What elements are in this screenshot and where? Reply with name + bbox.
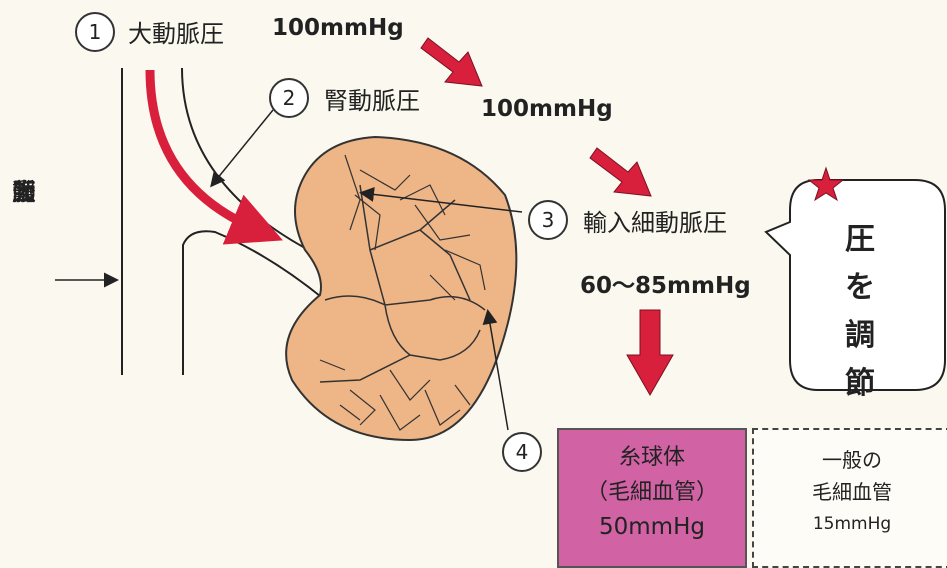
step-4-number: 4 <box>515 440 529 464</box>
renal-pressure-label: 腎動脈圧 <box>324 87 420 115</box>
step-1-number: 1 <box>88 20 102 44</box>
capillary-title: 一般の <box>822 448 882 472</box>
aorta-pressure-value: 100mmHg <box>272 15 404 41</box>
blood-flow-red-arrow <box>145 69 283 245</box>
afferent-pressure-label: 輸入細動脈圧 <box>583 209 727 237</box>
pointer-3-to-afferent <box>359 186 523 213</box>
regulate-pressure-text: 圧 を 調 節 <box>842 216 878 408</box>
abdominal-aorta-char: 動 <box>12 178 36 206</box>
red-arrow-2 <box>589 147 652 197</box>
star-icon <box>807 166 845 202</box>
kidney-inner-branches <box>319 184 486 383</box>
glomerulus-subtitle: （毛細血管） <box>585 480 718 505</box>
pointer-4-to-glomerulus <box>482 309 509 431</box>
glomerulus-title: 糸球体 <box>618 445 685 470</box>
aorta-pressure-label: 大動脈圧 <box>128 20 224 48</box>
capillary-pressure: 15mmHg <box>812 514 892 534</box>
glomerulus-box: 糸球体 （毛細血管） 50mmHg <box>557 428 747 568</box>
afferent-pressure-value: 60〜85mmHg <box>580 273 751 299</box>
step-2-marker: 2 <box>269 78 309 118</box>
abdominal-aorta-char: 部 <box>12 178 36 206</box>
regulate-char: 節 <box>845 366 875 401</box>
renal-artery-lower <box>182 230 326 375</box>
pointer-2-to-renal-artery <box>210 109 274 188</box>
general-capillary-box: 一般の 毛細血管 15mmHg <box>752 428 947 568</box>
regulate-char: 調 <box>845 318 875 353</box>
regulate-char: を <box>845 270 875 305</box>
step-2-number: 2 <box>282 86 296 110</box>
red-arrow-1 <box>420 37 483 87</box>
red-arrow-down <box>626 309 674 397</box>
abdominal-aorta-char: 大 <box>12 178 36 206</box>
glomerulus-pressure: 50mmHg <box>599 514 705 540</box>
step-1-marker: 1 <box>75 12 115 52</box>
regulate-char: 圧 <box>845 222 875 257</box>
step-4-marker: 4 <box>502 432 542 472</box>
capillary-subtitle: 毛細血管 <box>812 480 892 504</box>
step-3-marker: 3 <box>528 200 568 240</box>
step-3-number: 3 <box>541 208 555 232</box>
abdominal-aorta-char: 脈 <box>12 178 36 206</box>
abdominal-aorta-char: 腹 <box>12 178 36 206</box>
speech-bubble <box>764 179 946 391</box>
kidney-shape <box>285 135 518 442</box>
renal-pressure-value: 100mmHg <box>481 96 613 122</box>
